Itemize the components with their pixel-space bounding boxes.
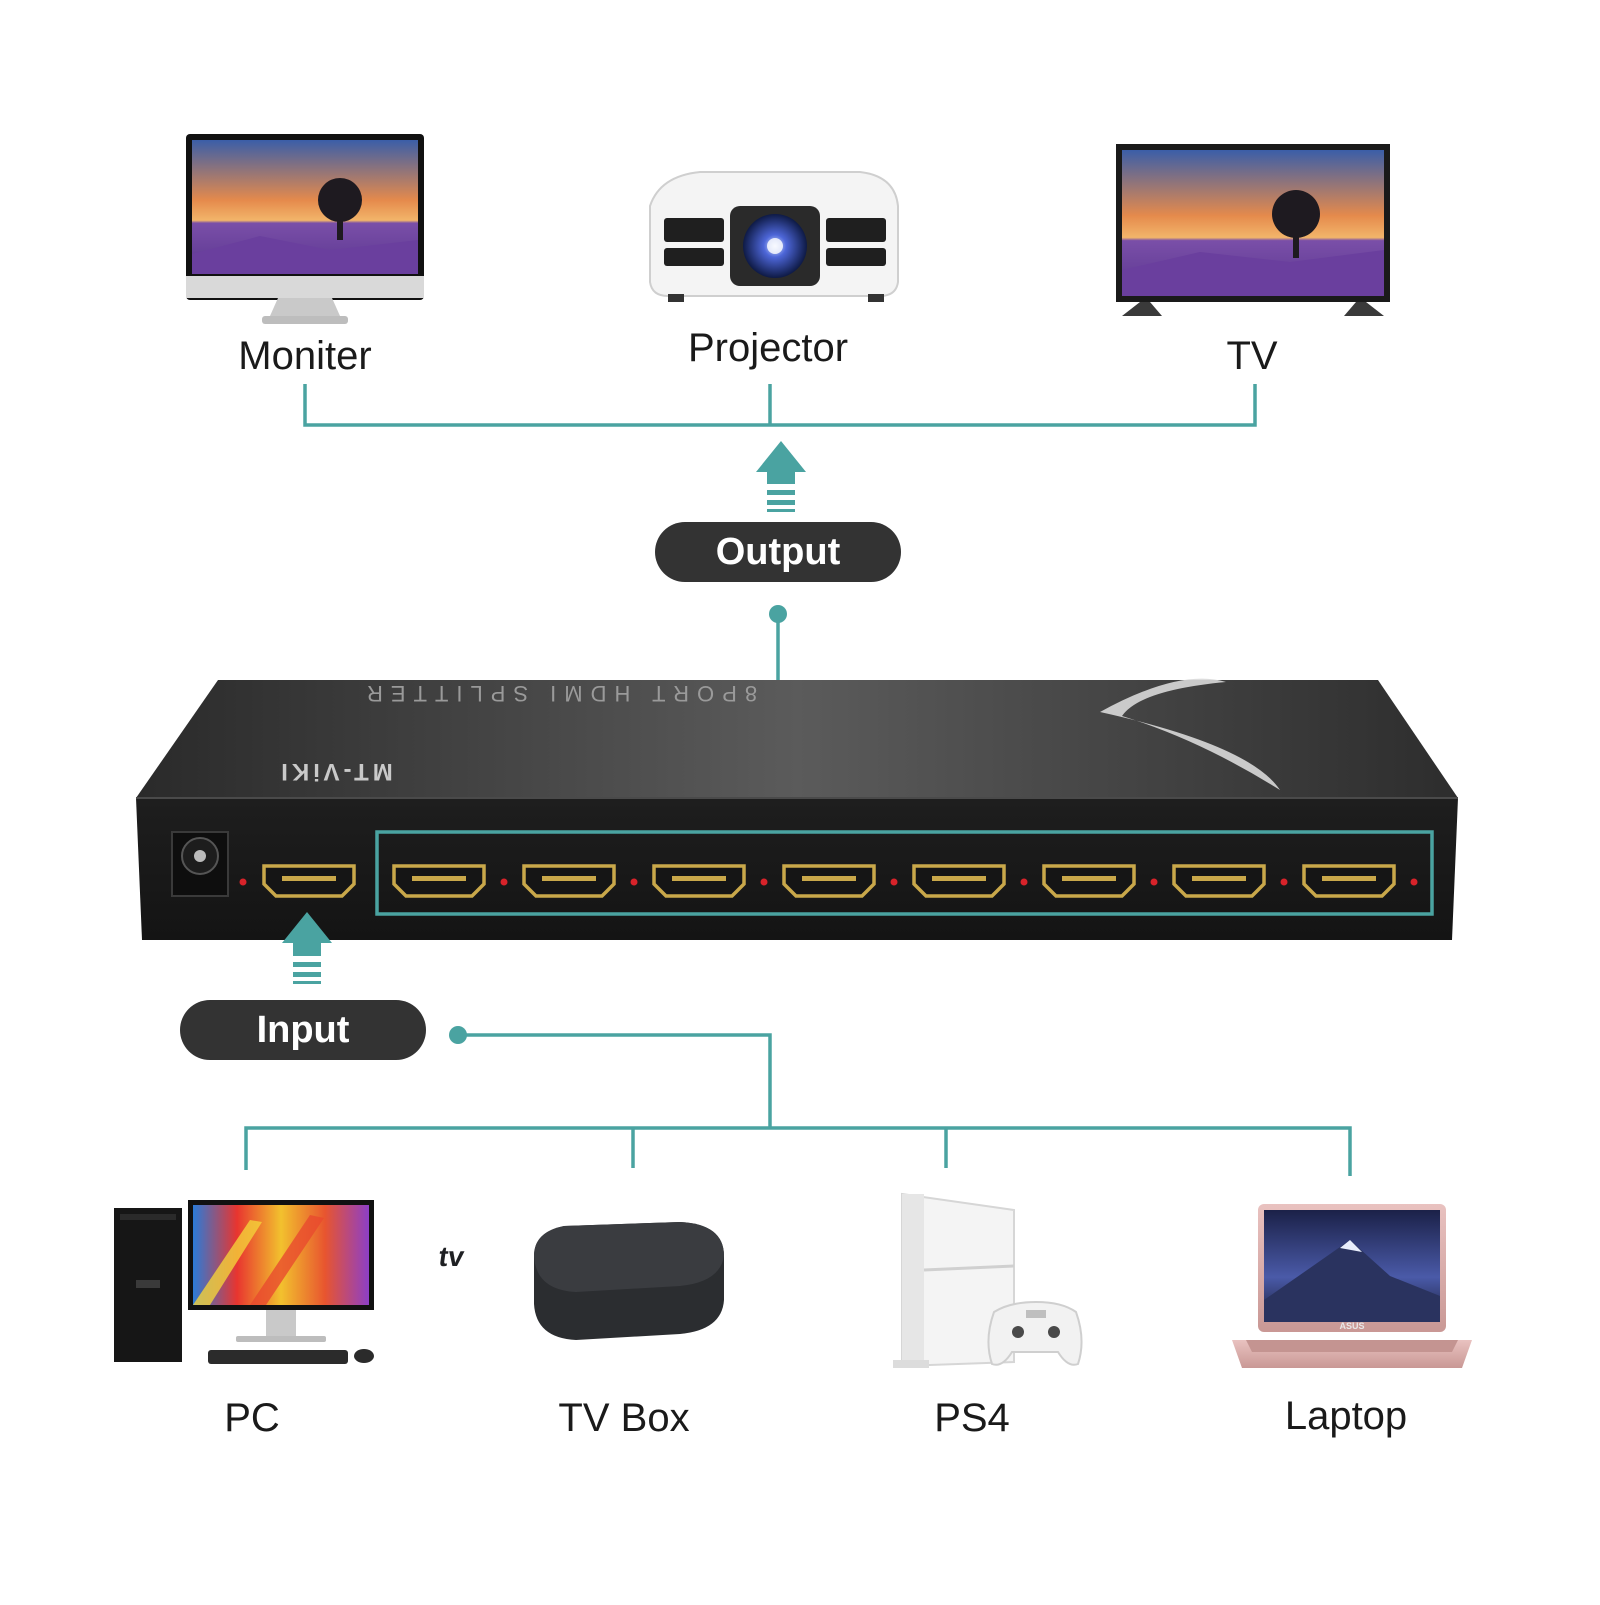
output-arrow-icon [756, 441, 806, 512]
output-ports-highlight [375, 830, 1434, 916]
desktop-pc-icon [114, 1200, 374, 1364]
output-pill: Output [655, 522, 901, 582]
hdmi-output-port [392, 864, 486, 898]
hdmi-output-port [652, 864, 746, 898]
output-label-monitor: Moniter [238, 334, 372, 378]
dc-power-jack [171, 831, 229, 897]
input-arrow-icon [282, 912, 332, 984]
hdmi-output-port [782, 864, 876, 898]
port-led [1410, 878, 1418, 886]
laptop-logo: ASUS [1339, 1321, 1364, 1331]
input-pill: Input [180, 1000, 426, 1060]
output-label-projector: Projector [687, 326, 849, 370]
hdmi-output-port [1302, 864, 1396, 898]
port-led [500, 878, 508, 886]
tv-box-logo: tv [437, 1241, 467, 1272]
input-connector [244, 1033, 1352, 1176]
input-link-dot [449, 1026, 467, 1044]
device-model-text: 8PORT HDMI SPLITTER [359, 681, 757, 706]
port-led [1150, 878, 1158, 886]
input-label-ps4: PS4 [934, 1396, 1010, 1440]
laptop-icon: ASUS [1232, 1204, 1472, 1368]
hdmi-input-port [262, 864, 356, 898]
tv-box-icon: tv [437, 1222, 724, 1340]
tv-icon [1116, 144, 1390, 316]
hdmi-output-port [1172, 864, 1266, 898]
input-label-laptop: Laptop [1284, 1394, 1408, 1438]
game-console-icon [893, 1192, 1083, 1368]
hdmi-output-ports [392, 864, 1418, 898]
projector-icon [649, 171, 899, 302]
port-led [760, 878, 768, 886]
port-led [890, 878, 898, 886]
output-label-tv: TV [1226, 334, 1278, 378]
input-label-pc: PC [224, 1396, 280, 1440]
device-brand-text: MT-ViKI [277, 758, 393, 785]
hdmi-output-port [1042, 864, 1136, 898]
power-led [239, 878, 247, 886]
port-led [1280, 878, 1288, 886]
port-led [1020, 878, 1028, 886]
monitor-icon [186, 134, 424, 324]
output-connector [303, 384, 1257, 427]
hdmi-splitter-device: 8PORT HDMI SPLITTER MT-ViKI [136, 678, 1458, 940]
brand-swoosh-icon [1100, 678, 1280, 790]
hdmi-output-port [912, 864, 1006, 898]
hdmi-output-port [522, 864, 616, 898]
input-label-tv-box: TV Box [558, 1396, 690, 1440]
port-led [630, 878, 638, 886]
